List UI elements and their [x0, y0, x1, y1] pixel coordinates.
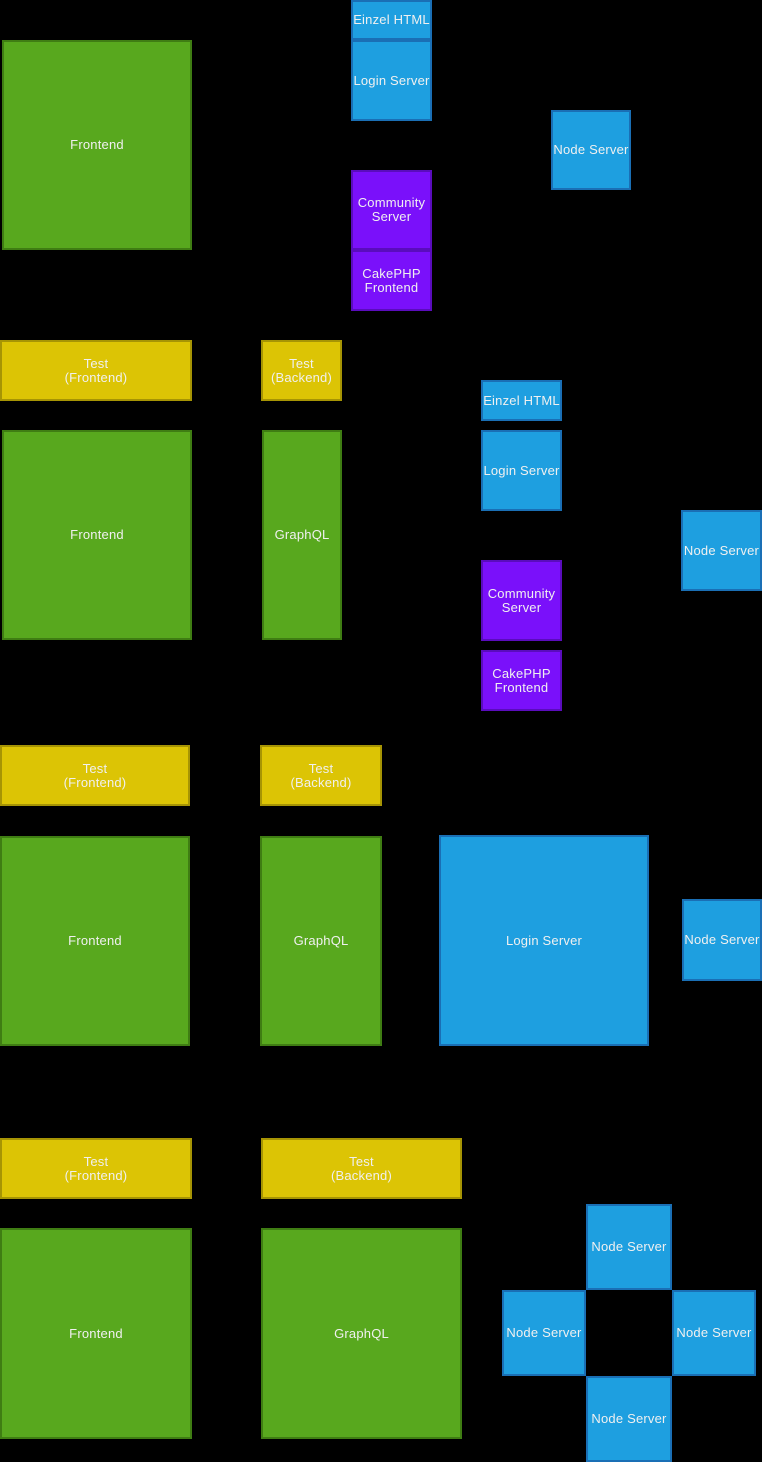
node-graphql[interactable]: GraphQL: [261, 1228, 462, 1439]
node-einzel-html[interactable]: Einzel HTML: [481, 380, 562, 421]
node-label: Test (Backend): [330, 1153, 393, 1183]
node-login-server[interactable]: Login Server: [439, 835, 649, 1046]
node-label: Login Server: [353, 72, 430, 88]
node-label: Frontend: [68, 933, 122, 948]
node-label: CakePHP Frontend: [362, 265, 421, 295]
node-graphql[interactable]: GraphQL: [262, 430, 342, 640]
node-label: Node Server: [676, 1325, 752, 1340]
node-label: GraphQL: [274, 527, 330, 542]
node-login-server[interactable]: Login Server: [351, 40, 432, 121]
node-label: Test (Frontend): [63, 760, 127, 790]
node-label: Test (Frontend): [64, 1153, 128, 1183]
node-node-server[interactable]: Node Server: [502, 1290, 586, 1376]
node-label: Node Server: [506, 1325, 582, 1340]
node-label: Node Server: [591, 1239, 667, 1254]
node-frontend[interactable]: Frontend: [0, 1228, 192, 1439]
node-label: Test (Backend): [270, 355, 333, 385]
node-test-backend[interactable]: Test (Backend): [261, 1138, 462, 1199]
node-frontend[interactable]: Frontend: [0, 836, 190, 1046]
node-label: GraphQL: [293, 933, 349, 948]
node-test-backend[interactable]: Test (Backend): [261, 340, 342, 401]
node-label: Node Server: [684, 932, 760, 947]
node-label: Node Server: [683, 542, 760, 558]
node-label: Node Server: [553, 142, 629, 157]
node-test-frontend[interactable]: Test (Frontend): [0, 745, 190, 806]
node-label: GraphQL: [334, 1325, 389, 1341]
node-graphql[interactable]: GraphQL: [260, 836, 382, 1046]
node-label: Login Server: [483, 462, 560, 478]
node-node-server[interactable]: Node Server: [681, 510, 762, 591]
node-label: Community Server: [487, 585, 556, 615]
node-frontend[interactable]: Frontend: [2, 430, 192, 640]
node-label: Frontend: [70, 527, 124, 542]
node-node-server[interactable]: Node Server: [586, 1204, 672, 1290]
node-label: Test (Backend): [290, 760, 352, 790]
node-label: Frontend: [70, 137, 124, 152]
node-node-server[interactable]: Node Server: [672, 1290, 756, 1376]
node-test-backend[interactable]: Test (Backend): [260, 745, 382, 806]
node-label: Einzel HTML: [483, 392, 560, 408]
node-label: Frontend: [69, 1325, 123, 1341]
node-label: Community Server: [357, 195, 426, 224]
node-test-frontend[interactable]: Test (Frontend): [0, 1138, 192, 1199]
node-label: Node Server: [591, 1411, 667, 1426]
node-label: CakePHP Frontend: [492, 665, 551, 695]
node-community-server[interactable]: Community Server: [481, 560, 562, 641]
node-cakephp-frontend[interactable]: CakePHP Frontend: [351, 250, 432, 311]
node-login-server[interactable]: Login Server: [481, 430, 562, 511]
node-label: Login Server: [505, 932, 583, 948]
node-node-server[interactable]: Node Server: [682, 899, 762, 981]
node-cakephp-frontend[interactable]: CakePHP Frontend: [481, 650, 562, 711]
node-node-server[interactable]: Node Server: [551, 110, 631, 190]
node-einzel-html[interactable]: Einzel HTML: [351, 0, 432, 40]
node-community-server[interactable]: Community Server: [351, 170, 432, 250]
node-node-server[interactable]: Node Server: [586, 1376, 672, 1462]
node-frontend[interactable]: Frontend: [2, 40, 192, 250]
node-test-frontend[interactable]: Test (Frontend): [0, 340, 192, 401]
node-label: Einzel HTML: [353, 12, 430, 27]
node-label: Test (Frontend): [64, 355, 128, 385]
